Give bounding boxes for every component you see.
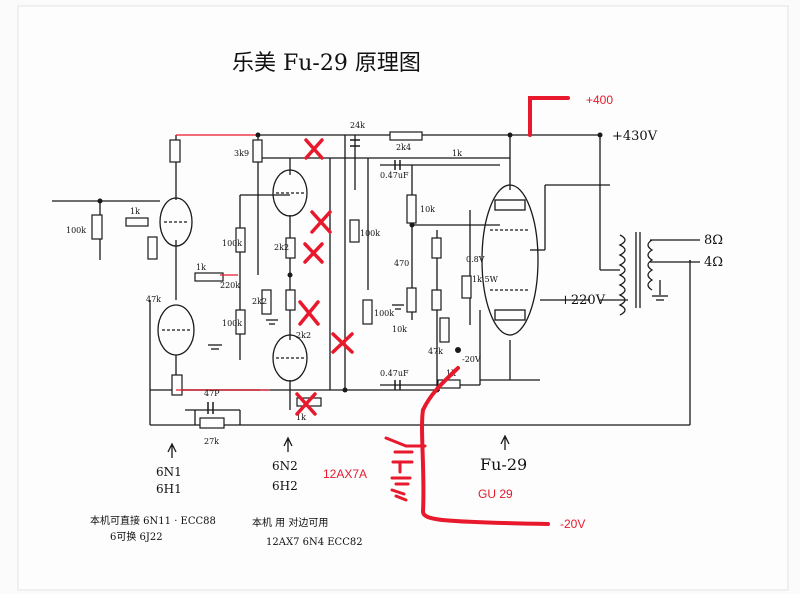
label-r-47k: 47k [146, 295, 161, 304]
tube-label-v1-line2: 6H1 [156, 482, 182, 496]
label-plus430: +430V [612, 129, 658, 144]
label-r-100k-grid: 100k [222, 319, 242, 328]
label-c-047a: 0.47uF [380, 171, 409, 180]
capacitors [207, 139, 401, 414]
note-mid-line1: 本机 用 对边可用 [252, 516, 328, 529]
label-r-2k4: 2k4 [396, 143, 411, 152]
x-mark-2 [310, 210, 332, 234]
schematic-title: 乐美 Fu-29 原理图 [232, 51, 421, 76]
red-capacitor-symbol [384, 436, 427, 502]
label-r-3k9: 3k9 [234, 149, 249, 158]
label-r-27k: 27k [204, 437, 219, 446]
annotation-12ax7: 12AX7A [323, 467, 367, 481]
x-mark-6 [295, 392, 317, 416]
annotation-plus400: +400 [586, 93, 613, 107]
red-line-plus400 [528, 96, 570, 137]
x-mark-5 [331, 332, 354, 354]
label-r-1k-a: 1k [296, 413, 306, 422]
tube-label-v1-line1: 6N1 [156, 465, 182, 479]
notes: 本机可直接 6N11 · ECC88 6可换 6J22 本机 用 对边可用 12… [90, 514, 363, 548]
label-r-1k-grid: 1k [196, 263, 206, 272]
label-c-047b: 0.47uF [380, 369, 409, 378]
red-annotation-strokes [420, 96, 570, 526]
label-plus220: +220V [560, 293, 606, 308]
label-r-100k-right2: 100k [374, 309, 394, 318]
label-r-10k: 10k [420, 205, 435, 214]
tube-label-v2-line2: 6H2 [272, 479, 298, 493]
paper-sheet [17, 5, 789, 591]
label-r-10k-b: 10k [392, 325, 407, 334]
resistors [91, 131, 472, 429]
output-transformer [618, 232, 654, 316]
label-r-100k-right: 100k [360, 229, 380, 238]
label-r-470: 470 [394, 259, 409, 268]
label-r-1k-input: 1k [130, 207, 140, 216]
label-v-neg20: -20V [462, 355, 481, 364]
red-line-link [421, 366, 460, 412]
red-wiring [176, 134, 270, 391]
tube-label-v2-line1: 6N2 [272, 459, 298, 473]
annotation-gu29: GU 29 [478, 487, 513, 501]
label-r-2k2-a: 2k2 [252, 297, 267, 306]
label-v-08: 0.8V [466, 255, 485, 264]
component-labels: 100k 1k 3k9 100k 100k 1k 47k 220k 2k2 2k… [66, 121, 499, 446]
note-left-line1: 本机可直接 6N11 · ECC88 [90, 514, 216, 527]
x-mark-4 [298, 300, 320, 326]
label-r-1k-5w: 1k 5W [472, 275, 499, 284]
label-r-2k2-c: 2k2 [296, 331, 311, 340]
x-mark-1 [304, 138, 324, 160]
label-r-2k2-b: 2k2 [274, 243, 289, 252]
vacuum-tubes [157, 169, 539, 382]
x-mark-3 [303, 242, 324, 264]
label-r-24k: 24k [350, 121, 365, 130]
label-r-100k-input: 100k [66, 226, 86, 235]
ground-symbols [208, 295, 668, 350]
tube-label-v3: Fu-29 [480, 455, 527, 474]
red-x-marks [295, 138, 354, 416]
tube-labels: 6N1 6H1 6N2 6H2 Fu-29 [156, 455, 527, 496]
red-line-minus20 [420, 408, 550, 526]
label-r-220k: 220k [220, 281, 240, 290]
label-c-47p: 47P [204, 389, 220, 398]
circuit-wiring [52, 98, 700, 426]
label-8-ohm: 8Ω [704, 233, 723, 248]
note-left-line2: 6可换 6J22 [110, 530, 163, 543]
supply-labels: +430V +220V 8Ω 4Ω [560, 129, 723, 308]
note-mid-line2: 12AX7 6N4 ECC82 [266, 537, 363, 548]
label-r-1k-right: 1k [452, 149, 462, 158]
annotation-minus20: -20V [560, 517, 585, 531]
label-r-100k-plate: 100k [222, 239, 242, 248]
label-r-47-bias: 47k [428, 347, 443, 356]
pointer-arrows [167, 434, 510, 458]
label-4-ohm: 4Ω [704, 255, 723, 270]
